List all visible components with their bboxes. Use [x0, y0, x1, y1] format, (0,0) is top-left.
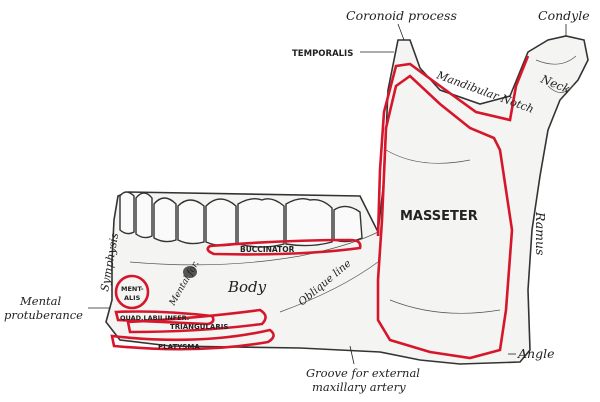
shading-line [129, 231, 379, 266]
label-masseter: MASSETER [400, 209, 478, 224]
tooth [333, 205, 363, 243]
label-mentalis-1: MENT- [121, 285, 144, 293]
shading-line [535, 55, 577, 65]
shading-line [385, 149, 471, 164]
leader-coronoid [397, 23, 405, 41]
oblique-ridge [279, 261, 379, 313]
label-mentalis-2: ALIS [124, 294, 141, 302]
label-angle: Angle [517, 346, 554, 361]
label-condyle: Condyle [538, 8, 590, 23]
label-temporalis: TEMPORALIS [292, 49, 353, 59]
masseter-attachment [376, 74, 514, 360]
tooth [135, 192, 153, 239]
mentalis-attachment [114, 274, 150, 310]
platysma-attachment [110, 328, 275, 351]
leader-lines [88, 23, 567, 365]
label-buccinator: BUCCINATOR [240, 245, 295, 254]
tooth [153, 197, 177, 243]
tooth [285, 197, 333, 247]
teeth [119, 191, 363, 248]
label-mental-protuberance-2: protuberance [4, 308, 83, 322]
label-mental-protuberance-1: Mental [19, 294, 61, 308]
label-coronoid-process: Coronoid process [346, 8, 457, 23]
shading-line [389, 299, 501, 314]
tooth [177, 199, 205, 245]
label-platysma: PLATYSMA [158, 343, 200, 351]
label-quad-labii-infer: QUAD.LABII.INFER. [120, 314, 189, 322]
triangularis-attachment [126, 308, 267, 334]
mental-foramen-hole [183, 266, 197, 278]
label-groove-2: maxillary artery [312, 380, 406, 394]
temporalis-attachment [376, 55, 530, 237]
mandible-bone [105, 35, 589, 365]
bone-shading [129, 55, 577, 314]
label-groove-1: Groove for external [306, 366, 420, 380]
tooth [119, 191, 135, 235]
label-body: Body [227, 278, 267, 296]
leader-groove [349, 345, 355, 365]
label-triangularis: TRIANGULARIS [170, 323, 228, 331]
tooth [205, 198, 237, 247]
label-ramus: Ramus [533, 211, 548, 255]
buccinator-attachment [206, 238, 362, 256]
muscle-attachments [110, 55, 530, 360]
shading-line [547, 83, 575, 93]
mandible-outline [105, 35, 589, 365]
tooth [237, 197, 285, 248]
